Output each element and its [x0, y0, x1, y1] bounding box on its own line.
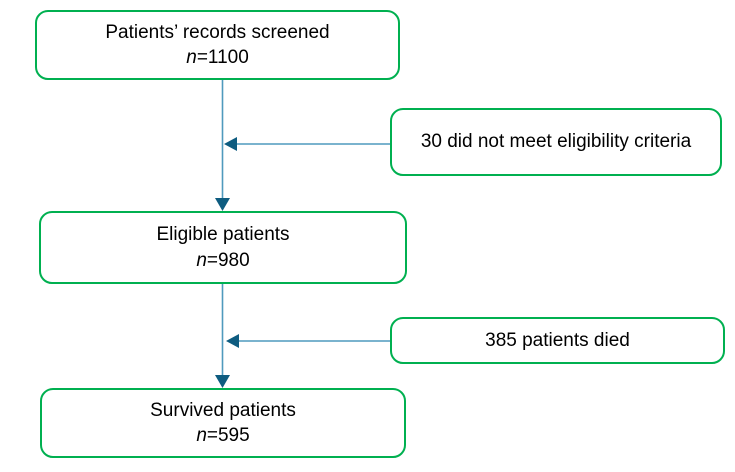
box-did-not-meet-eligibility: 30 did not meet eligibility criteria — [390, 108, 722, 176]
box-label: Eligible patients — [156, 224, 290, 246]
arrowhead-down-to-eligible — [215, 198, 230, 211]
n-value: =1100 — [196, 47, 249, 68]
arrowhead-left-died — [226, 334, 239, 348]
box-n-count: n=595 — [196, 423, 249, 448]
n-value: =595 — [206, 425, 250, 446]
n-symbol: n — [196, 249, 207, 271]
box-patients-records-screened: Patients’ records screened n=1100 — [35, 10, 400, 80]
box-eligible-patients: Eligible patients n=980 — [39, 211, 407, 284]
box-label: 385 patients died — [485, 329, 630, 351]
n-symbol: n — [186, 47, 197, 68]
box-label: 30 did not meet eligibility criteria — [420, 131, 692, 153]
n-value: =980 — [206, 249, 250, 271]
box-label: Survived patients — [150, 399, 296, 421]
arrowhead-down-to-survived — [215, 375, 230, 388]
box-n-count: n=1100 — [186, 45, 249, 70]
arrowhead-left-not-eligible — [224, 137, 237, 151]
n-symbol: n — [196, 425, 207, 446]
box-survived-patients: Survived patients n=595 — [40, 388, 406, 458]
box-n-count: n=980 — [196, 248, 249, 273]
box-label: Patients’ records screened — [105, 21, 330, 43]
box-patients-died: 385 patients died — [390, 317, 725, 364]
